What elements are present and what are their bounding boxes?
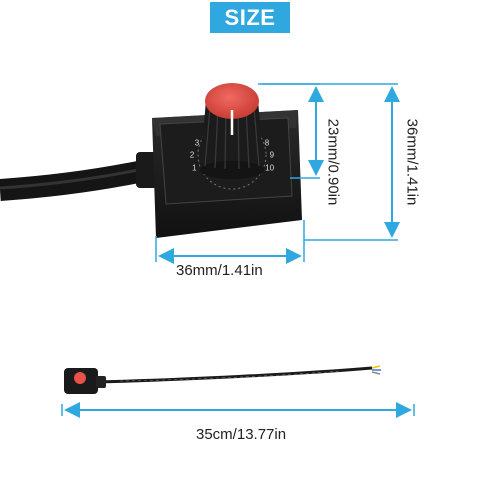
dial-number: 2	[190, 151, 195, 160]
device-cable	[0, 159, 151, 201]
cable-length-label: 35cm/13.77in	[196, 426, 287, 443]
device-height-label: 36mm/1.41in	[403, 118, 421, 206]
dial-number: 8	[265, 139, 270, 148]
strain-relief	[136, 152, 158, 188]
dial-number: 9	[270, 151, 275, 160]
dial-number: 3	[195, 139, 200, 148]
knob-red-cap	[205, 83, 259, 119]
dimension-cable-length	[61, 402, 415, 418]
dial-number: 10	[265, 163, 274, 172]
rotary-knob[interactable]	[200, 83, 264, 179]
dimension-device-width	[155, 220, 305, 264]
dial-number: 1	[192, 163, 197, 172]
dimension-device-height	[258, 83, 400, 241]
dial-scale	[197, 120, 267, 190]
device-width-label: 36mm/1.41in	[176, 262, 263, 279]
knob-height-label: 23mm/0.90in	[324, 118, 342, 206]
product-full-view	[64, 365, 381, 394]
size-title: SIZE	[210, 2, 290, 33]
